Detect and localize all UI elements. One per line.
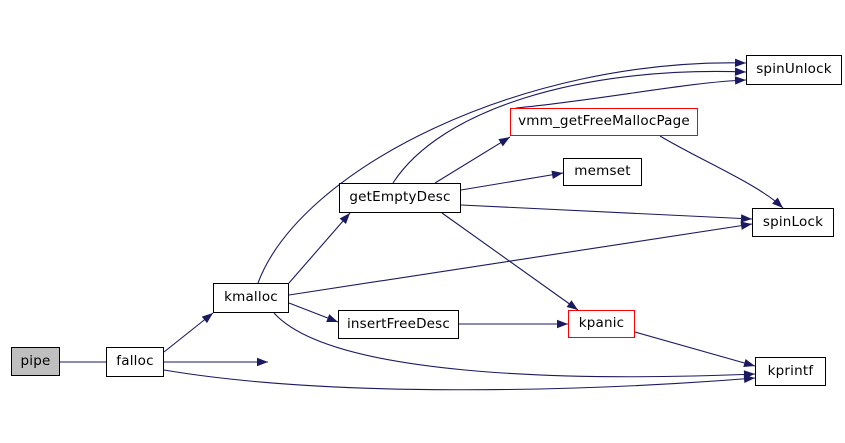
edge-kmalloc-to-getEmptyDesc xyxy=(288,212,351,284)
edge-getEmptyDesc-to-spinUnlock xyxy=(392,70,747,184)
arrowhead-vmm_getFreeMallocPage-to-spinUnlock xyxy=(734,76,746,85)
arrowhead-kmalloc-to-spinLock xyxy=(740,221,752,230)
edge-getEmptyDesc-to-spinLock xyxy=(460,204,753,220)
graph-node-spinUnlock[interactable]: spinUnlock xyxy=(746,55,842,85)
arrowhead-kmalloc-to-getEmptyDesc xyxy=(339,213,350,225)
graph-node-kmalloc[interactable]: kmalloc xyxy=(213,283,289,313)
graph-node-kprintf[interactable]: kprintf xyxy=(755,357,826,386)
arrowhead-getEmptyDesc-to-spinLock xyxy=(740,214,752,223)
graph-node-label: getEmptyDesc xyxy=(349,189,451,206)
graph-node-spinLock[interactable]: spinLock xyxy=(752,208,834,237)
edge-getEmptyDesc-to-kpanic xyxy=(441,212,579,311)
edge-vmm_getFreeMallocPage-to-spinUnlock xyxy=(515,79,747,109)
graph-node-label: kprintf xyxy=(767,362,814,379)
arrowhead-getEmptyDesc-to-memset xyxy=(551,170,563,179)
graph-node-label: memset xyxy=(574,163,631,180)
arrowhead-vmm_getFreeMallocPage-to-spinLock xyxy=(772,197,783,208)
edge-kmalloc-to-kprintf xyxy=(273,312,756,378)
graph-node-insertFreeDesc[interactable]: insertFreeDesc xyxy=(338,310,459,339)
graph-node-pipe[interactable]: pipe xyxy=(11,347,60,376)
edge-kpanic-to-kprintf xyxy=(634,331,756,367)
edge-vmm_getFreeMallocPage-to-spinLock xyxy=(659,135,784,209)
arrowhead-getEmptyDesc-to-kpanic xyxy=(566,300,578,310)
graph-node-label: insertFreeDesc xyxy=(346,315,451,332)
graph-node-getEmptyDesc[interactable]: getEmptyDesc xyxy=(339,183,461,213)
arrowhead-getEmptyDesc-to-spinUnlock xyxy=(734,67,746,76)
arrowhead-falloc-to-kmalloc xyxy=(201,313,213,324)
graph-node-label: spinLock xyxy=(762,213,824,230)
edge-kmalloc-to-spinLock xyxy=(288,223,753,296)
arrowhead-getEmptyDesc-to-vmm_getFreeMallocPage xyxy=(498,137,510,147)
edge-getEmptyDesc-to-vmm_getFreeMallocPage xyxy=(434,136,511,184)
graph-node-label: kpanic xyxy=(578,315,625,332)
edge-falloc-to-kprintf xyxy=(163,369,756,391)
arrowhead-kpanic-to-kprintf xyxy=(743,358,755,368)
arrowhead-kmalloc-to-insertFreeDesc xyxy=(326,314,338,322)
arrowhead-insertFreeDesc-to-kpanic xyxy=(557,319,568,329)
graph-node-kpanic[interactable]: kpanic xyxy=(568,310,635,338)
graph-node-memset[interactable]: memset xyxy=(563,158,642,186)
graph-node-label: pipe xyxy=(20,352,51,369)
arrowhead-falloc-to-kprintf xyxy=(743,374,755,384)
graph-node-label: kmalloc xyxy=(224,289,278,306)
edge-getEmptyDesc-to-memset xyxy=(460,172,564,191)
edge-kmalloc-to-spinUnlock xyxy=(257,62,747,284)
arrowhead-kmalloc-to-spinUnlock xyxy=(734,58,746,68)
graph-node-vmm_getFreeMallocPage[interactable]: vmm_getFreeMallocPage xyxy=(510,108,698,136)
graph-node-falloc[interactable]: falloc xyxy=(106,347,164,377)
graph-node-label: spinUnlock xyxy=(756,61,832,78)
graph-node-label: vmm_getFreeMallocPage xyxy=(518,113,690,130)
arrowhead-pipe-to-falloc xyxy=(257,357,268,367)
graph-node-label: falloc xyxy=(116,353,154,370)
